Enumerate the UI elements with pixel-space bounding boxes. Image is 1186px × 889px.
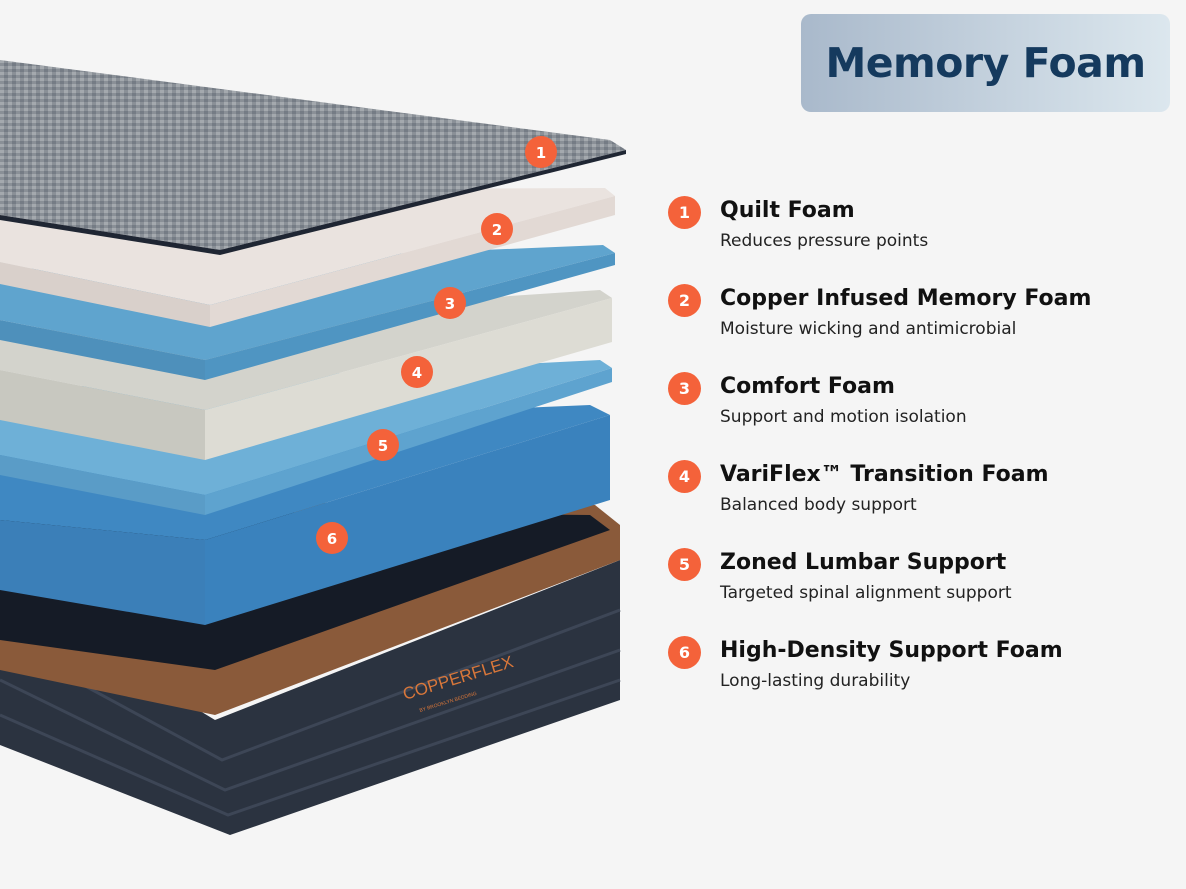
number-badge: 3 <box>668 372 701 405</box>
layer-name: High-Density Support Foam <box>720 638 1063 663</box>
number-badge: 1 <box>668 196 701 229</box>
layer-name: Comfort Foam <box>720 374 895 399</box>
title-banner: Memory Foam <box>801 14 1170 112</box>
page-title: Memory Foam <box>825 39 1146 87</box>
layer-name: Zoned Lumbar Support <box>720 550 1007 575</box>
badge-1 <box>525 136 557 168</box>
layer-name: VariFlex™ Transition Foam <box>720 462 1049 487</box>
badge-6 <box>316 522 348 554</box>
number-badge: 6 <box>668 636 701 669</box>
layer-1 <box>0 60 626 255</box>
layer-badges: 1 2 3 4 5 6 <box>316 136 557 554</box>
layer-description: Support and motion isolation <box>720 407 967 427</box>
badge-1-text: 1 <box>536 144 546 162</box>
mattress-layers-illustration: COPPERFLEX BY BROOKLYN BEDDING 1 <box>0 60 626 835</box>
badge-5-text: 5 <box>378 437 388 455</box>
layer-name: Copper Infused Memory Foam <box>720 286 1092 311</box>
badge-2 <box>481 213 513 245</box>
number-badge: 5 <box>668 548 701 581</box>
badge-6-text: 6 <box>327 530 337 548</box>
layer-description: Moisture wicking and antimicrobial <box>720 319 1017 339</box>
layer-description: Balanced body support <box>720 495 917 515</box>
badge-3-text: 3 <box>445 295 455 313</box>
number-badge: 2 <box>668 284 701 317</box>
layer-description: Targeted spinal alignment support <box>720 583 1012 603</box>
layer-description: Long-lasting durability <box>720 671 911 691</box>
layer-description: Reduces pressure points <box>720 231 929 251</box>
badge-5 <box>367 429 399 461</box>
badge-4-text: 4 <box>412 364 422 382</box>
badge-4 <box>401 356 433 388</box>
layer-name: Quilt Foam <box>720 198 855 223</box>
badge-3 <box>434 287 466 319</box>
number-badge: 4 <box>668 460 701 493</box>
badge-2-text: 2 <box>492 221 502 239</box>
